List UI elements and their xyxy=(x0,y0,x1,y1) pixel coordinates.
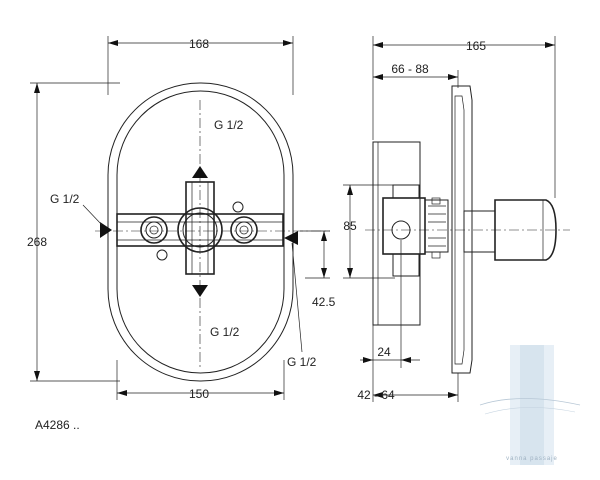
dim-height-268: 268 xyxy=(27,235,47,249)
dim-width-168: 168 xyxy=(189,37,209,51)
right-valve xyxy=(230,216,258,244)
product-reference: A4286 .. xyxy=(35,418,80,432)
dim-body-depth-24: 24 xyxy=(377,345,391,359)
horizontal-body xyxy=(116,213,284,247)
left-inlet-arrow xyxy=(100,222,112,238)
front-view xyxy=(82,82,330,382)
label-inlet-top: G 1/2 xyxy=(214,118,244,132)
mounting-box xyxy=(372,141,421,326)
side-view xyxy=(365,85,570,374)
right-outlet-arrow xyxy=(284,231,298,245)
outer-plate-outline xyxy=(107,82,294,382)
valve-body xyxy=(382,197,426,255)
bottom-outlet-arrow xyxy=(192,285,208,297)
vertical-body xyxy=(185,181,215,275)
dim-depth-165: 165 xyxy=(466,39,486,53)
top-inlet-arrow xyxy=(192,166,208,178)
central-connector xyxy=(177,207,223,253)
dim-offset-42-5: 42.5 xyxy=(312,295,336,309)
cover-plate-profile xyxy=(451,85,473,374)
label-inlet-left: G 1/2 xyxy=(50,192,80,206)
dim-depth-range: 66 - 88 xyxy=(391,62,429,76)
watermark-text: vanna passaje xyxy=(506,456,558,462)
dim-width-150: 150 xyxy=(189,387,209,401)
control-knob xyxy=(494,199,557,261)
dim-install-range: 42 - 64 xyxy=(357,388,395,402)
left-valve xyxy=(140,216,168,244)
label-outlet-right: G 1/2 xyxy=(287,355,317,369)
label-outlet-bottom: G 1/2 xyxy=(210,325,240,339)
front-dimensions xyxy=(30,36,330,400)
inner-plate-outline xyxy=(116,90,285,374)
watermark: vanna passaje xyxy=(479,345,581,465)
dim-body-height-85: 85 xyxy=(343,219,357,233)
side-dimensions xyxy=(343,36,556,402)
spindle xyxy=(463,210,496,253)
